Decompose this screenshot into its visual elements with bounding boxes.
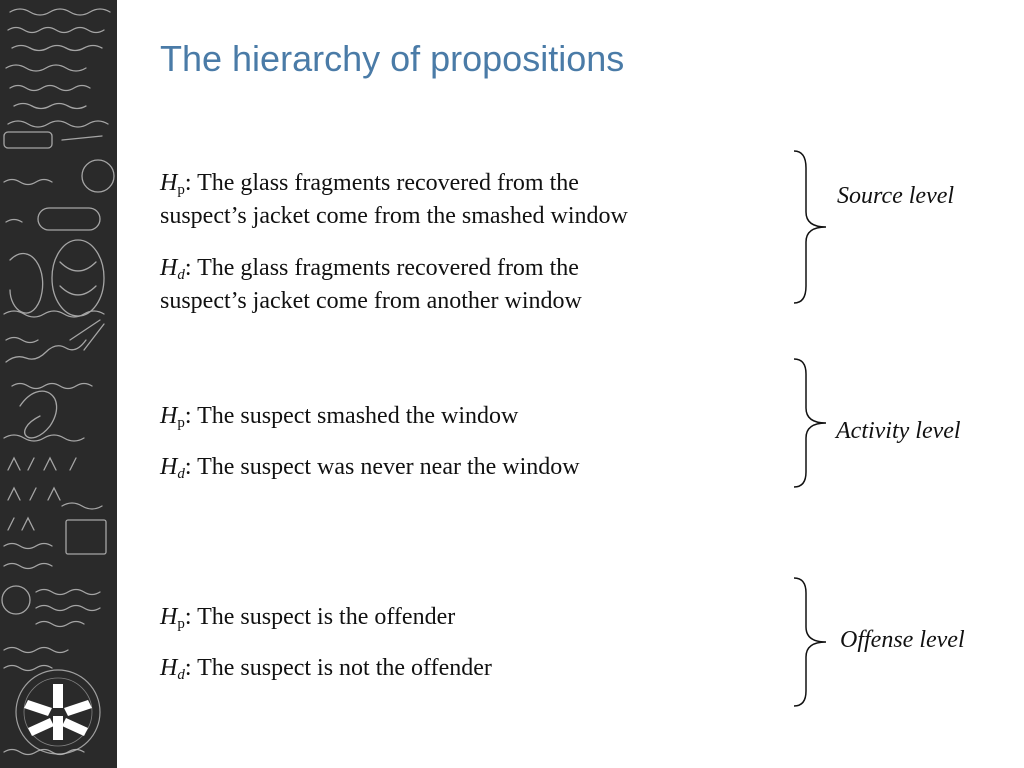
- source-brace: [793, 150, 827, 304]
- university-logo: [15, 669, 101, 755]
- activity-brace: [793, 358, 827, 488]
- activity-hd-proposition: Hd: The suspect was never near the windo…: [160, 454, 580, 482]
- offense-brace: [793, 577, 827, 707]
- source-hd-proposition: Hd: The glass fragments recovered from t…: [160, 255, 582, 314]
- source-level-label: Source level: [837, 183, 955, 209]
- chalkboard-scribble-decoration: [1, 8, 115, 756]
- offense-hd-proposition: Hd: The suspect is not the offender: [160, 655, 492, 683]
- offense-hp-proposition: Hp: The suspect is the offender: [160, 604, 456, 632]
- offense-level-label: Offense level: [840, 627, 965, 653]
- slide-title: The hierarchy of propositions: [160, 38, 625, 79]
- activity-level-label: Activity level: [836, 418, 961, 444]
- chalkboard-sidebar: [0, 0, 117, 768]
- activity-hp-proposition: Hp: The suspect smashed the window: [160, 403, 519, 431]
- source-hp-proposition: Hp: The glass fragments recovered from t…: [160, 170, 628, 229]
